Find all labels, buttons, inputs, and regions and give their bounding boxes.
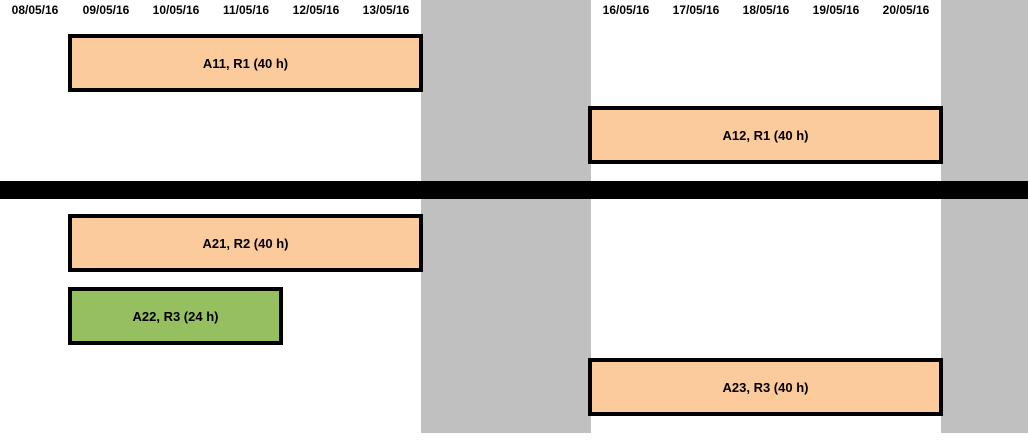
date-label: 18/05/16 bbox=[742, 3, 790, 17]
date-label: 13/05/16 bbox=[362, 3, 410, 17]
task-label: A21, R2 (40 h) bbox=[202, 235, 289, 251]
weekend-shading-1 bbox=[421, 0, 591, 433]
task-bar-a22: A22, R3 (24 h) bbox=[68, 287, 283, 345]
date-label: 12/05/16 bbox=[292, 3, 340, 17]
date-label: 19/05/16 bbox=[812, 3, 860, 17]
date-label: 08/05/16 bbox=[11, 3, 59, 17]
date-label: 20/05/16 bbox=[882, 3, 930, 17]
task-label: A11, R1 (40 h) bbox=[202, 55, 289, 71]
task-bar-a23: A23, R3 (40 h) bbox=[588, 358, 943, 416]
group-divider bbox=[0, 181, 1028, 199]
date-label: 17/05/16 bbox=[672, 3, 720, 17]
date-label: 11/05/16 bbox=[222, 3, 270, 17]
task-label: A22, R3 (24 h) bbox=[132, 308, 219, 324]
date-label: 09/05/16 bbox=[82, 3, 130, 17]
date-label: 16/05/16 bbox=[602, 3, 650, 17]
weekend-shading-2 bbox=[941, 0, 1028, 433]
task-bar-a12: A12, R1 (40 h) bbox=[588, 106, 943, 164]
task-label: A23, R3 (40 h) bbox=[722, 379, 809, 395]
task-bar-a21: A21, R2 (40 h) bbox=[68, 214, 423, 272]
task-label: A12, R1 (40 h) bbox=[722, 127, 809, 143]
task-bar-a11: A11, R1 (40 h) bbox=[68, 34, 423, 92]
date-label: 10/05/16 bbox=[152, 3, 200, 17]
